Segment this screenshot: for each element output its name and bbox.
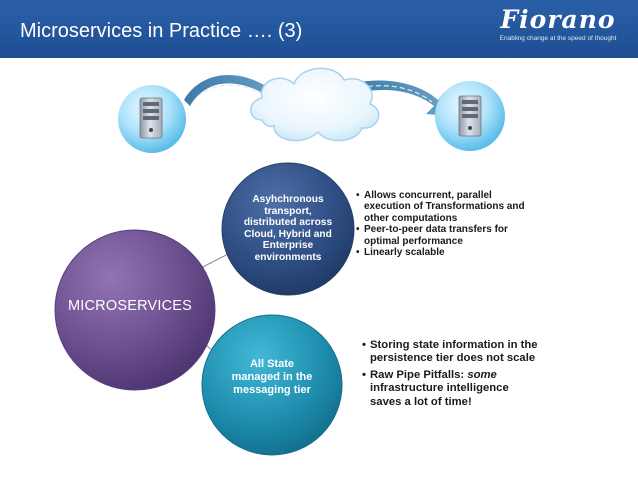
cloud-icon	[250, 67, 380, 142]
microservices-node	[54, 229, 216, 391]
slide-header: Microservices in Practice …. (3) Fiorano…	[0, 0, 638, 58]
bullet-prefix: Raw Pipe Pitfalls:	[370, 368, 468, 381]
state-bullets: Storing state information in the persist…	[362, 339, 542, 412]
state-line: messaging tier	[233, 384, 311, 396]
transport-line: transport,	[264, 205, 312, 217]
transfer-arrow-right	[350, 80, 450, 116]
transport-line: distributed across	[243, 217, 333, 229]
state-line: All State	[249, 358, 294, 370]
transport-line: Asyhchronous	[252, 194, 324, 205]
state-node	[201, 314, 343, 456]
bullet-item: Storing state information in the persist…	[362, 339, 542, 366]
bullet-item: Raw Pipe Pitfalls: some infrastructure i…	[362, 369, 542, 409]
state-node-text: All State managed in the messaging tier	[214, 358, 330, 397]
logo-wordmark: Fiorano	[500, 5, 616, 34]
transport-line: environments	[254, 251, 322, 263]
fiorano-logo: Fiorano Enabling change at the speed of …	[486, 6, 630, 46]
transport-bullets: Allows concurrent, parallel execution of…	[356, 190, 536, 259]
state-line: managed in the	[231, 371, 313, 383]
transport-node	[221, 162, 355, 296]
microservices-label: MICROSERVICES	[68, 298, 192, 314]
server-icon	[435, 81, 505, 151]
logo-tagline: Enabling change at the speed of thought	[499, 35, 617, 42]
transport-node-text: Asyhchronous transport, distributed acro…	[228, 194, 348, 264]
server-icon	[118, 85, 186, 153]
bullet-emphasis: some	[467, 368, 497, 381]
slide-title: Microservices in Practice …. (3)	[20, 20, 303, 42]
transport-line: Enterprise	[262, 240, 314, 252]
transfer-arrow-left	[184, 75, 286, 106]
transport-line: Cloud, Hybrid and	[244, 228, 332, 240]
bullet-item: Peer-to-peer data transfers for optimal …	[356, 224, 536, 247]
bullet-item: Linearly scalable	[356, 247, 536, 259]
bullet-suffix: infrastructure intelligence saves a lot …	[370, 382, 509, 408]
bullet-item: Allows concurrent, parallel execution of…	[356, 190, 536, 224]
